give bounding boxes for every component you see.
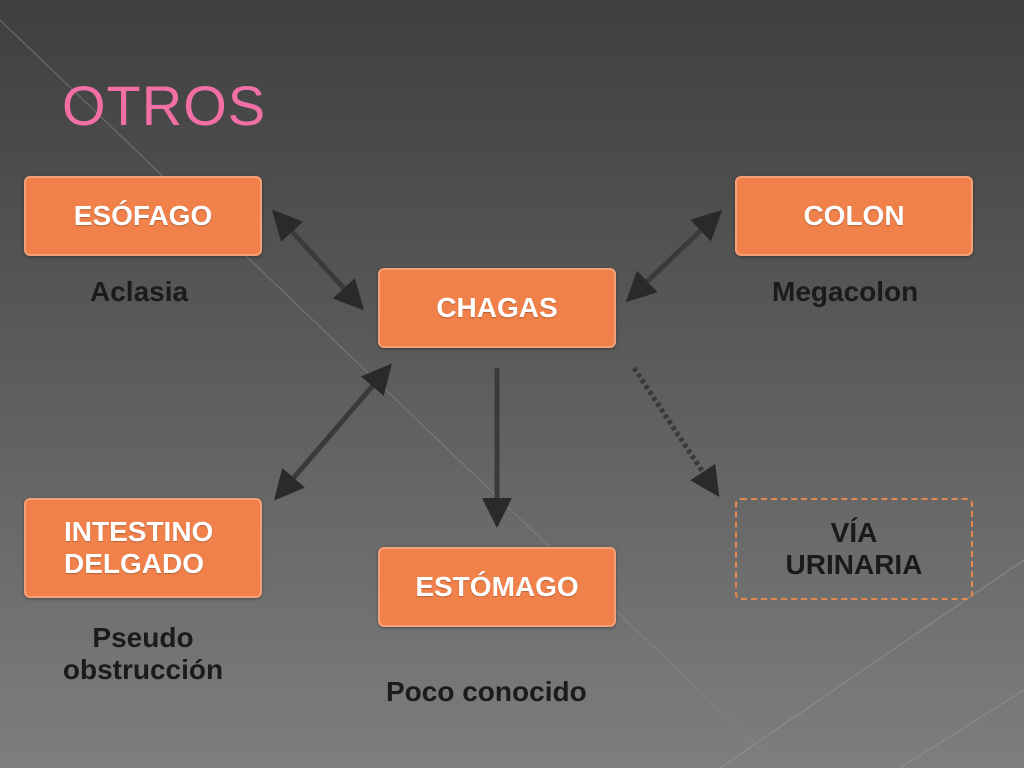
arrow-chagas-via	[631, 366, 720, 498]
node-estomago: ESTÓMAGO	[378, 547, 616, 627]
arrow-intestino-chagas	[274, 363, 392, 501]
label-megacolon: Megacolon	[772, 276, 919, 307]
node-colon: COLON	[735, 176, 973, 256]
label-poco-conocido: Poco conocido	[386, 676, 587, 707]
arrow-colon-chagas	[625, 209, 723, 303]
slide-title: OTROS	[62, 74, 267, 137]
node-chagas: CHAGAS	[378, 268, 616, 348]
arrow-esofago-chagas	[271, 209, 365, 311]
label-aclasia: Aclasia	[90, 276, 189, 307]
node-esofago: ESÓFAGO	[24, 176, 262, 256]
